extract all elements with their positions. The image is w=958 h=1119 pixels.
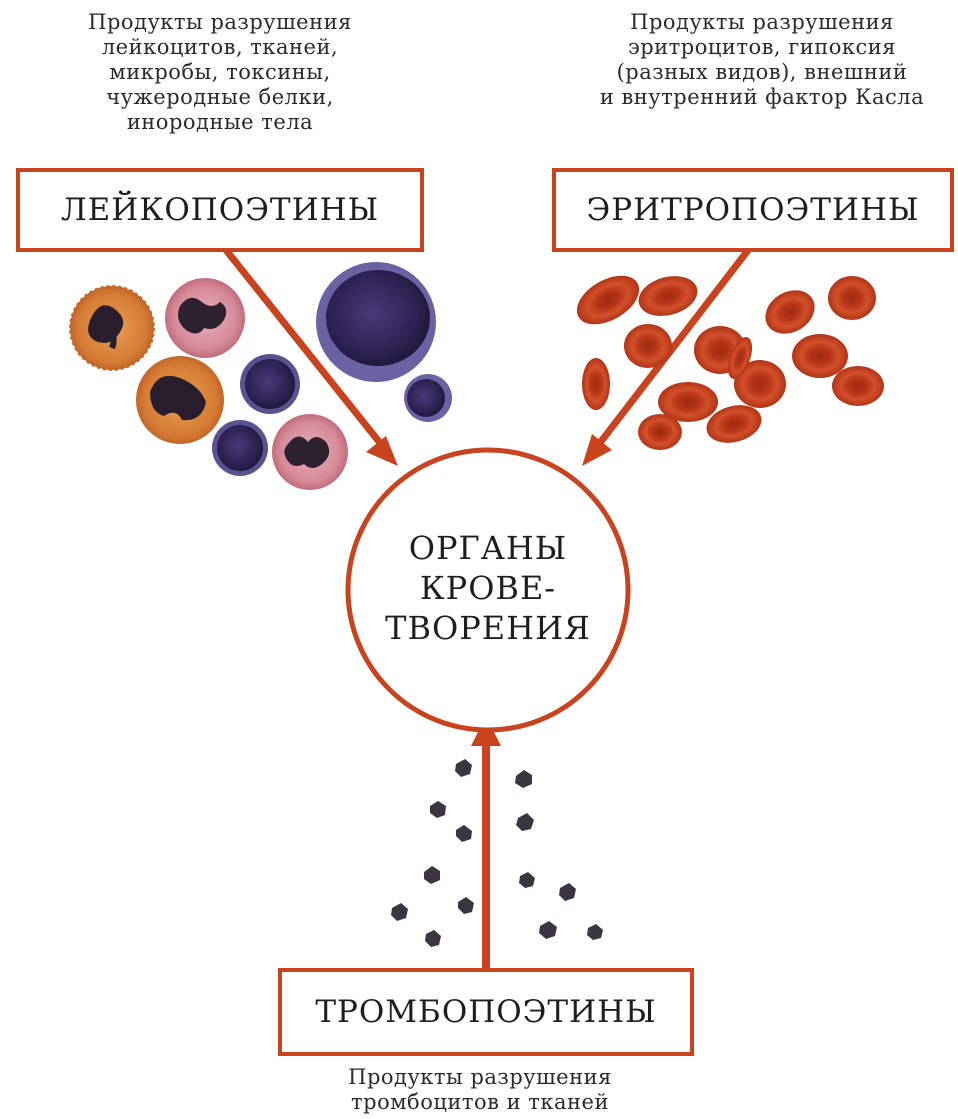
platelet <box>559 883 576 901</box>
leukocyte-cell <box>136 356 224 444</box>
leukopoietins-label: ЛЕЙКОПОЭТИНЫ <box>61 192 379 228</box>
leukocyte-cell <box>212 420 268 476</box>
leukopoietins-box: ЛЕЙКОПОЭТИНЫ <box>16 168 424 252</box>
platelet <box>455 759 472 777</box>
leukocyte-cell <box>165 278 245 358</box>
platelet <box>391 903 408 921</box>
hematopoietic-organs-label: ОРГАНЫ КРОВЕ- ТВОРЕНИЯ <box>358 528 618 648</box>
platelet <box>456 825 472 842</box>
leukocyte-cell <box>404 374 452 422</box>
leukocyte-cell <box>316 262 436 382</box>
erythrocyte-cell <box>624 324 672 368</box>
erythrocyte-cell <box>832 366 884 406</box>
platelet <box>587 924 603 940</box>
erythrocyte-cell <box>582 358 610 410</box>
thrombopoietins-box: ТРОМБОПОЭТИНЫ <box>278 968 694 1056</box>
leukocyte-cell <box>240 354 300 414</box>
platelet <box>519 872 535 888</box>
erythropoietins-label: ЭРИТРОПОЭТИНЫ <box>587 192 920 228</box>
erythrocyte-cell <box>828 276 876 320</box>
platelet <box>430 801 446 818</box>
erythrocyte-cell <box>792 334 848 378</box>
erythrocyte-cell <box>634 270 702 322</box>
erythrocyte-cell <box>569 266 648 335</box>
platelet <box>424 866 440 884</box>
erythrocyte-cell <box>757 282 822 343</box>
leukocyte-cell <box>272 414 348 490</box>
platelet <box>425 930 441 947</box>
erythrocyte-cell <box>638 414 682 450</box>
erythropoietins-box: ЭРИТРОПОЭТИНЫ <box>552 168 954 252</box>
platelets-group <box>391 759 603 947</box>
platelet <box>516 813 534 831</box>
arrow-bottom-to-center <box>471 716 501 968</box>
thrombopoietins-label: ТРОМБОПОЭТИНЫ <box>315 994 656 1030</box>
platelet <box>539 921 557 939</box>
platelet <box>458 897 474 914</box>
leukocyte-cell <box>70 286 154 370</box>
platelet <box>515 770 532 788</box>
